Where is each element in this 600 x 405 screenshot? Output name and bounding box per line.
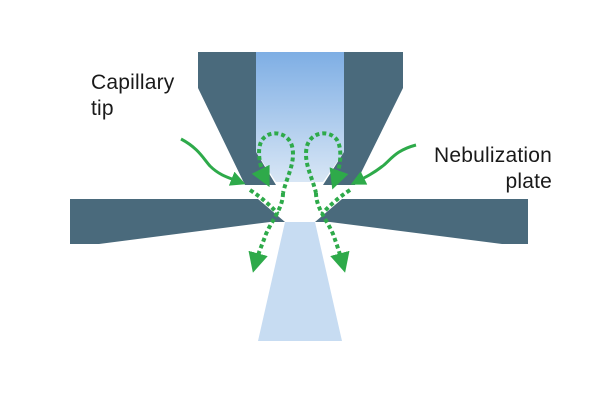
nebulization-plate-label: Nebulization plate bbox=[418, 143, 552, 195]
capillary-tip-label-line1: Capillary bbox=[91, 71, 175, 94]
exit-flow-right bbox=[314, 192, 350, 273]
crossing-flow-right bbox=[320, 188, 352, 216]
capillary-right-wall bbox=[323, 52, 403, 185]
capillary-bore bbox=[256, 52, 344, 182]
capillary-tip-label: Capillary tip bbox=[91, 70, 175, 122]
capillary-left-wall bbox=[198, 52, 276, 185]
gas-inflow-arrow-right bbox=[350, 143, 417, 185]
nebulization-plate-right bbox=[315, 199, 528, 244]
recirculation-loop-right bbox=[304, 131, 349, 194]
spray-plume bbox=[258, 222, 342, 341]
capillary-tip-label-line2: tip bbox=[91, 97, 114, 120]
nebulization-plate-label-line2: plate bbox=[505, 170, 552, 193]
exit-flow-left bbox=[248, 192, 285, 273]
recirculation-loop-left bbox=[251, 131, 295, 194]
crossing-flow-left bbox=[248, 188, 280, 216]
nebulization-plate-label-line1: Nebulization bbox=[434, 144, 552, 167]
nebulization-plate-left bbox=[70, 199, 285, 244]
gas-inflow-arrow-left bbox=[180, 137, 246, 186]
